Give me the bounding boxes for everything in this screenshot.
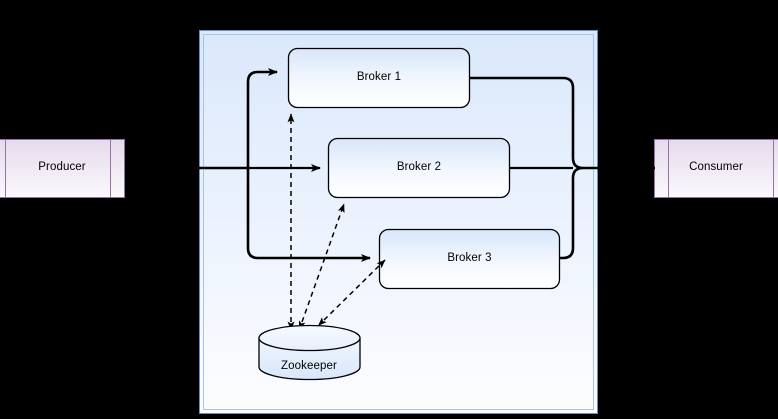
producer-edges (125, 68, 371, 262)
consumer-edges (469, 76, 655, 260)
zookeeper-edges (287, 113, 386, 331)
producer-node[interactable] (0, 139, 125, 198)
broker3-node[interactable] (378, 228, 561, 290)
producer-to-broker3 (246, 168, 371, 262)
broker1-node[interactable] (287, 47, 471, 109)
broker3-to-consumer (559, 166, 584, 260)
zookeeper-node[interactable] (258, 324, 361, 381)
consumer-node[interactable] (654, 139, 778, 198)
broker2-zookeeper-edge (298, 203, 345, 330)
producer-to-broker1 (246, 68, 278, 168)
broker2-node[interactable] (327, 137, 511, 199)
